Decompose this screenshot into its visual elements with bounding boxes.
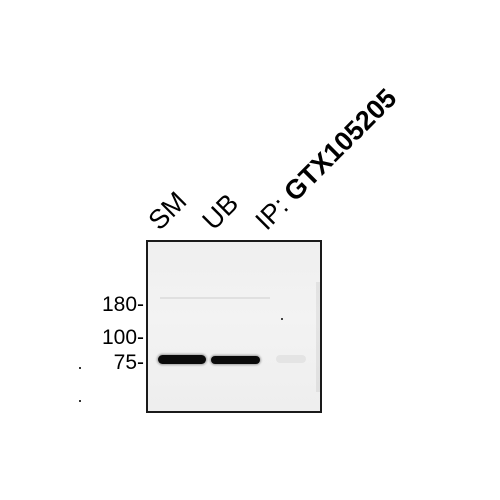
- background-smear: [160, 297, 270, 299]
- lane-label-sm: SM: [142, 185, 193, 236]
- marker-100: 100-: [101, 326, 144, 349]
- membrane-speck: [281, 318, 283, 320]
- edge-smear: [316, 282, 320, 392]
- band-sm: [158, 355, 206, 364]
- ip-prefix: IP:: [249, 191, 295, 236]
- blot-membrane: [146, 240, 322, 413]
- edge-mark: [79, 367, 81, 369]
- lane-label-ip: IP: GTX105205: [249, 82, 403, 236]
- lane-label-ub: UB: [196, 187, 245, 236]
- marker-75: 75-: [113, 351, 144, 374]
- ip-antibody-label: GTX105205: [278, 82, 403, 208]
- band-ub: [211, 356, 260, 364]
- marker-180: 180-: [101, 293, 144, 316]
- edge-mark: [79, 400, 81, 402]
- band-ip: [276, 355, 306, 363]
